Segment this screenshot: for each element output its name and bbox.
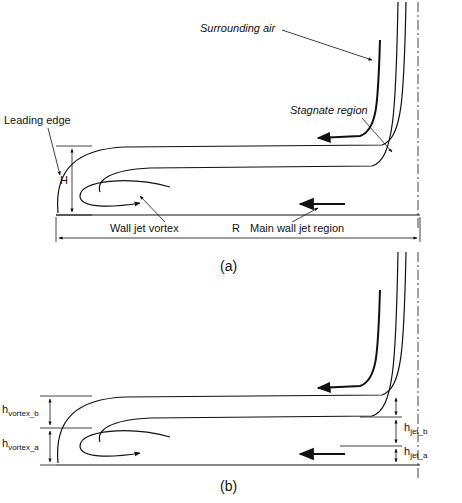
- flow-label: Surrounding air: [200, 22, 275, 35]
- dimension-label: R: [232, 222, 240, 235]
- region-label: Main wall jet region: [250, 222, 344, 235]
- part-label: Leading edge: [4, 114, 71, 127]
- panel-a: [48, 2, 420, 242]
- dimension-label: hjet_a: [404, 445, 427, 460]
- panel-b: [40, 252, 420, 480]
- dimension-label: hvortex_a: [2, 437, 39, 452]
- dimension-label: hjet_b: [404, 421, 427, 436]
- dimension-label: hvortex_b: [2, 403, 39, 418]
- panel-label: (b): [220, 478, 237, 494]
- region-label: Stagnate region: [290, 104, 368, 117]
- panel-label: (a): [220, 258, 237, 274]
- dimension-label: H: [60, 174, 68, 187]
- region-label: Wall jet vortex: [110, 222, 179, 235]
